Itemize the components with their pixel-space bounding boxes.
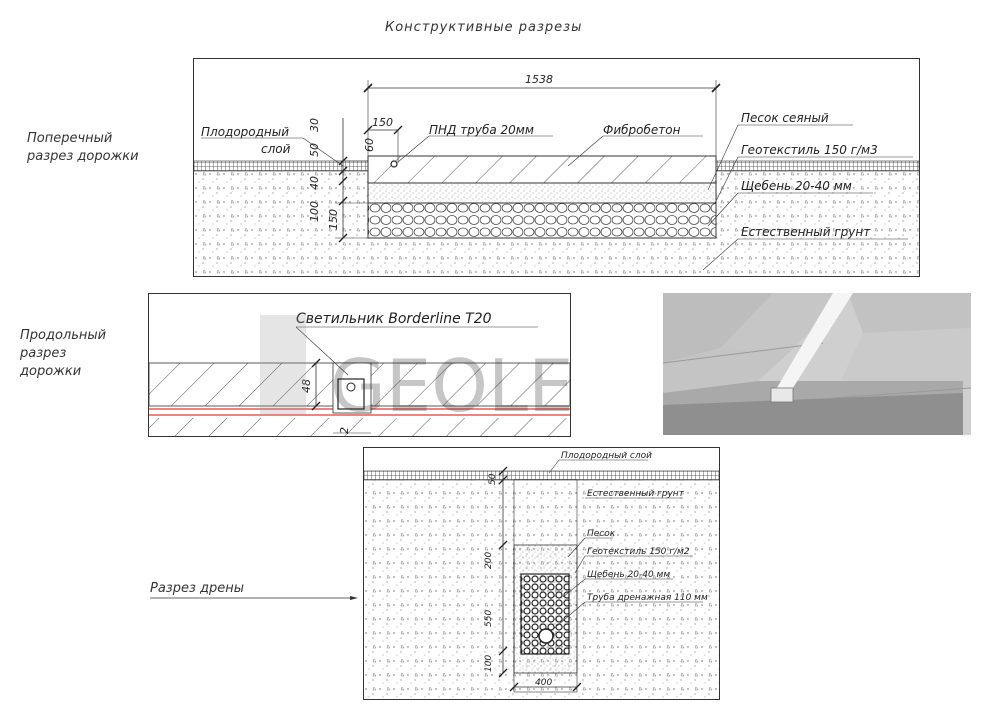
label-drain-pipe: Труба дренажная 110 мм — [587, 593, 708, 603]
led-lens — [346, 382, 356, 392]
label-ground: Естественный грунт — [587, 489, 685, 499]
label-geotextile: Геотекстиль 150 г/м3 — [741, 143, 878, 157]
drain-caption-leader — [150, 596, 358, 600]
dim-50-value: 50 — [488, 473, 498, 485]
caption-line: разрез дорожки — [27, 149, 139, 164]
dim-400-value: 400 — [535, 678, 552, 688]
drain-section-drawing: 50 200 550 100 400 Плодородный слой Есте… — [363, 447, 720, 700]
label-sand: Песок — [587, 529, 616, 539]
label-fibro: Фибробетон — [603, 123, 681, 137]
dim-100-value: 100 — [484, 655, 494, 672]
dim-150-value: 150 — [372, 116, 393, 129]
cross-section-caption: Поперечный разрез дорожки — [27, 130, 139, 166]
watermark-text: GEOLET — [330, 344, 572, 428]
dim-2-value: 2 — [338, 427, 351, 434]
topsoil-right — [715, 160, 920, 172]
hdpe-pipe — [390, 160, 398, 168]
label-pipe: ПНД труба 20мм — [429, 123, 534, 137]
dim-200-value: 200 — [484, 552, 494, 569]
dim-50-value: 50 — [308, 143, 321, 157]
dim-100-value: 100 — [308, 201, 321, 222]
dim-550-value: 550 — [484, 610, 494, 627]
long-section-caption: Продольный разрез дорожки — [20, 327, 106, 381]
drain-pipe — [538, 628, 554, 644]
caption-line: Поперечный — [27, 131, 113, 146]
long-section-drawing: Светильник Borderline T20 48 2 GEOLET — [148, 293, 572, 437]
label-topsoil: Плодородный слой — [561, 451, 652, 461]
topsoil — [363, 470, 720, 481]
label-gravel: Щебень 20-40 мм — [587, 570, 670, 580]
page-title: Конструктивные разрезы — [385, 20, 583, 35]
dim-150-vert-value: 150 — [327, 209, 340, 230]
base-layer — [149, 418, 570, 436]
label-ground: Естественный грунт — [741, 225, 871, 239]
drain-section-caption: Разрез дрены — [150, 581, 245, 596]
paving-photo — [663, 293, 971, 435]
label-gravel: Щебень 20-40 мм — [741, 179, 852, 193]
sand-layer — [367, 182, 717, 204]
label-geotextile: Геотекстиль 150 г/м2 — [587, 547, 690, 557]
dim-width-value: 1538 — [525, 73, 553, 86]
caption-line: дорожки — [20, 364, 82, 379]
dim-48-value: 48 — [300, 379, 313, 393]
dim-60-value: 60 — [363, 138, 376, 152]
dim-30-value: 30 — [308, 118, 321, 132]
fibro-concrete-layer — [367, 155, 717, 184]
gravel-layer — [367, 202, 717, 239]
lamp-label: Светильник Borderline T20 — [296, 311, 492, 327]
caption-line: разрез — [20, 346, 67, 361]
watermark-logo-block — [260, 315, 306, 415]
cross-section-drawing: 1538 150 60 30 50 40 100 150 Плодородный… — [193, 58, 920, 277]
topsoil-label-1: Плодородный — [201, 125, 289, 139]
topsoil-label-2: слой — [261, 142, 291, 156]
label-sand: Песок сеяный — [741, 111, 829, 125]
dim-40-value: 40 — [308, 176, 321, 190]
caption-line: Продольный — [20, 328, 107, 343]
